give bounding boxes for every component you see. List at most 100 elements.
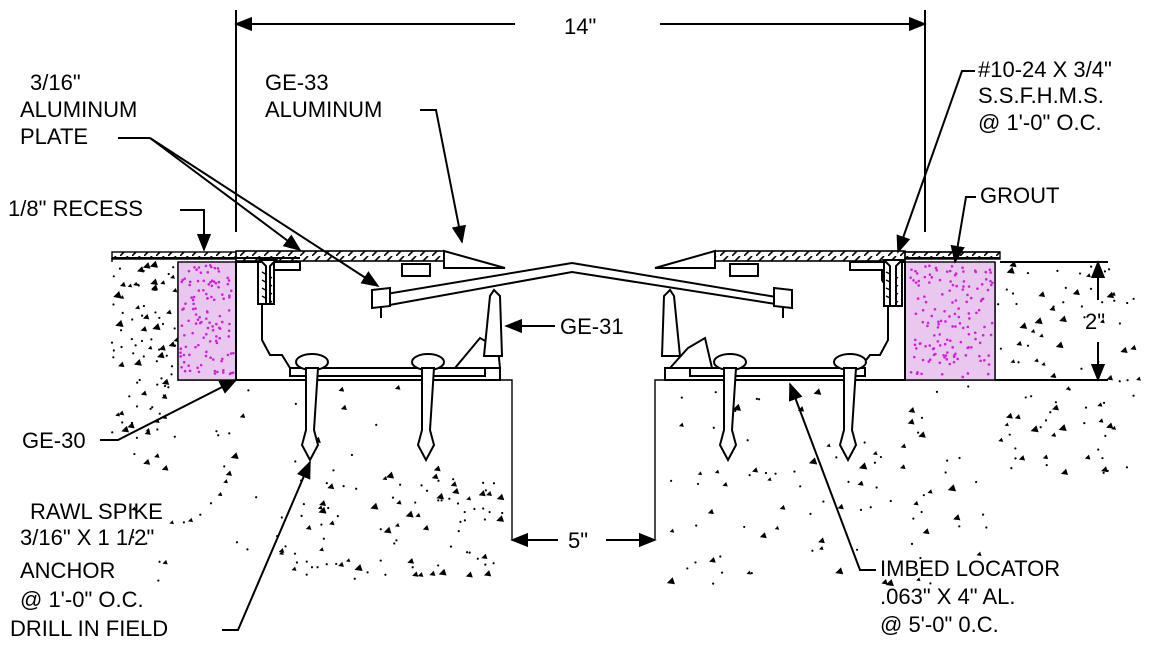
grout-speck [214, 339, 218, 343]
grout-speck [966, 293, 969, 297]
grout-speck [220, 320, 224, 324]
grout-speck [946, 351, 949, 354]
aggregate-speck [808, 457, 818, 465]
aggregate-speck [799, 485, 802, 488]
aggregate-speck [1097, 448, 1100, 451]
grout-speck [206, 326, 210, 330]
grout-speck [966, 346, 969, 350]
plate-label-line-3: PLATE [20, 124, 88, 149]
aggregate-speck [999, 347, 1002, 350]
aggregate-speck [922, 528, 930, 535]
grout-speck [967, 332, 971, 336]
aggregate-speck [414, 501, 417, 504]
ge-33-center-cover [378, 261, 783, 308]
aggregate-speck [669, 528, 675, 533]
grout-speck [194, 345, 197, 349]
aggregate-speck [483, 518, 487, 521]
grout-speck [923, 295, 926, 298]
aggregate-speck [1136, 376, 1141, 381]
anchor-label-line-4: @ 1'-0" O.C. [20, 587, 144, 612]
aggregate-speck [127, 283, 133, 288]
aggregate-speck [345, 558, 351, 562]
aggregate-speck [133, 281, 138, 286]
aggregate-speck [1054, 401, 1057, 404]
aggregate-speck [1099, 319, 1105, 324]
aggregate-speck [501, 511, 504, 515]
aggregate-speck [743, 525, 746, 529]
grout-speck [974, 270, 978, 274]
grout-speck [215, 341, 219, 345]
aggregate-speck [112, 356, 115, 359]
imbed-locator-right [689, 367, 866, 377]
aggregate-speck [158, 316, 161, 320]
aggregate-speck [158, 348, 161, 351]
grout-speck [928, 358, 932, 362]
aggregate-speck [235, 541, 239, 544]
anchor-label-line-3: ANCHOR [20, 558, 115, 583]
aggregate-speck [981, 513, 985, 516]
grout-speck [964, 354, 968, 357]
aggregate-speck [165, 354, 168, 357]
grout-speck [202, 279, 206, 283]
aggregate-speck [167, 386, 170, 389]
grout-speck [950, 264, 954, 268]
aggregate-speck [161, 378, 170, 385]
aggregate-speck [916, 577, 921, 582]
grout-speck [952, 355, 956, 358]
grout-speck [979, 299, 983, 303]
aggregate-speck [482, 481, 485, 484]
grout-speck [909, 276, 912, 279]
aggregate-speck [889, 499, 892, 503]
aggregate-speck [1084, 406, 1088, 409]
ge-31-seal-leg-left [482, 288, 504, 357]
ge-30-frame-right [664, 261, 906, 381]
aggregate-speck [714, 391, 717, 394]
aggregate-speck [448, 497, 451, 500]
grout-speck [961, 326, 965, 330]
grout-speck [989, 333, 993, 337]
grout-speck [987, 354, 991, 357]
aggregate-speck [316, 566, 319, 569]
aggregate-speck [417, 572, 424, 577]
aggregate-speck [482, 507, 485, 510]
aggregate-speck [1062, 301, 1065, 304]
aggregate-speck [115, 319, 124, 327]
aggregate-speck [1039, 333, 1044, 338]
aggregate-speck [1059, 315, 1067, 323]
grout-speck [928, 281, 931, 284]
aggregate-speck [158, 412, 161, 415]
grout-speck [198, 315, 201, 319]
grout-speck [913, 343, 917, 347]
aggregate-speck [908, 407, 916, 413]
aggregate-speck [486, 491, 492, 496]
aggregate-speck [873, 461, 877, 464]
aggregate-speck [1103, 270, 1107, 273]
aggregate-speck [391, 496, 395, 499]
grout-speck [948, 362, 952, 366]
aggregate-speck [168, 341, 176, 347]
grout-speck [961, 375, 965, 379]
aggregate-speck [1098, 418, 1104, 423]
grout-speck [932, 353, 936, 357]
aggregate-speck [332, 469, 335, 472]
ge-31-seal-leg-right [660, 288, 682, 357]
grout-speck [212, 280, 216, 283]
grout-speck [936, 340, 940, 343]
aggregate-speck [1118, 380, 1121, 383]
aggregate-speck [858, 462, 868, 470]
screw-label-line-3: @ 1'-0" O.C. [978, 110, 1102, 135]
grout-speck [958, 322, 962, 325]
grout-speck [187, 364, 191, 367]
grout-speck [204, 354, 208, 358]
ge-33-label-line-2: ALUMINUM [265, 97, 382, 122]
grout-speck [968, 317, 971, 320]
aggregate-speck [393, 542, 396, 545]
grout-speck [187, 319, 190, 323]
grout-speck [221, 371, 225, 374]
grout-speck [228, 372, 232, 376]
aggregate-speck [118, 410, 125, 416]
grout-speck [227, 309, 231, 312]
aggregate-speck [305, 525, 312, 530]
flat-head-screw-right [881, 259, 905, 307]
aggregate-speck [1005, 288, 1008, 291]
